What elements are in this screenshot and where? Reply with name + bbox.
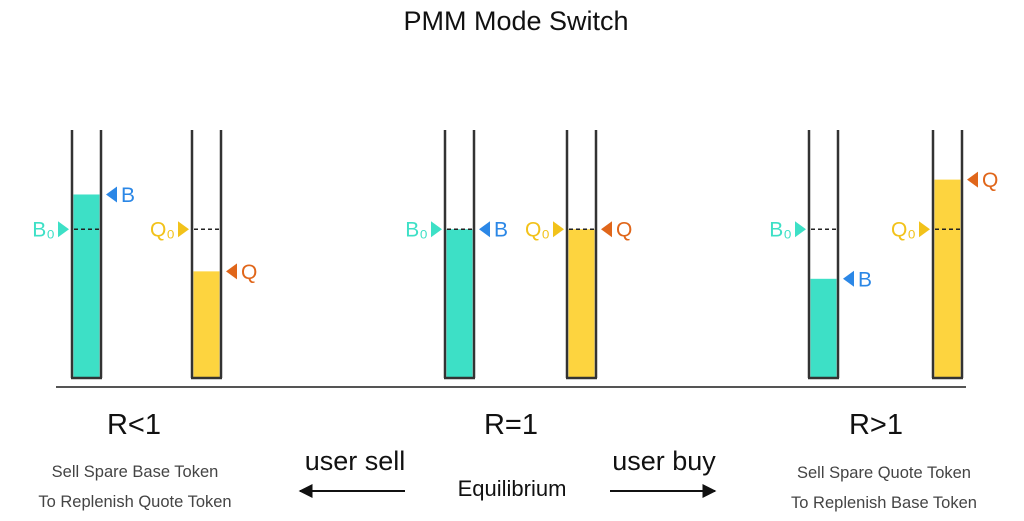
base-target-label-r-eq-1: B₀ [405, 219, 428, 242]
base-level-label-r-eq-1: B [494, 219, 508, 242]
base-target-label-r-lt-1: B₀ [32, 219, 55, 242]
quote-level-marker-r-eq-1 [601, 221, 612, 238]
quote-fill-r-eq-1 [568, 229, 595, 378]
page-title: PMM Mode Switch [403, 6, 628, 36]
base-level-label-r-gt-1: B [858, 268, 872, 291]
caption-left-line-2: To Replenish Quote Token [38, 493, 231, 511]
quote-level-marker-r-gt-1 [967, 171, 978, 188]
base-target-label-r-gt-1: B₀ [769, 219, 792, 242]
panel-label-r-gt-1: R>1 [849, 409, 903, 441]
caption-right-line-1: Sell Spare Quote Token [797, 464, 971, 482]
base-fill-r-gt-1 [810, 278, 837, 378]
base-fill-r-eq-1 [446, 229, 473, 378]
tube-layer: B₀ B Q₀ Q B₀ B Q₀ Q B₀ B Q₀ Q [32, 130, 998, 380]
quote-fill-r-gt-1 [934, 179, 961, 378]
base-level-marker-r-eq-1 [479, 221, 490, 238]
panel-label-r-lt-1: R<1 [107, 409, 161, 441]
caption-right-line-2: To Replenish Base Token [791, 494, 977, 512]
panel-label-r-eq-1: R=1 [484, 409, 538, 441]
quote-level-label-r-lt-1: Q [241, 261, 257, 284]
base-level-marker-r-lt-1 [106, 186, 117, 203]
base-fill-r-lt-1 [73, 194, 100, 378]
base-level-label-r-lt-1: B [121, 184, 135, 207]
quote-fill-r-lt-1 [193, 271, 220, 378]
caption-left-line-1: Sell Spare Base Token [52, 463, 219, 481]
user-buy-label: user buy [612, 446, 716, 476]
quote-target-marker-r-eq-1 [553, 221, 564, 238]
base-target-marker-r-eq-1 [431, 221, 442, 238]
quote-target-label-r-gt-1: Q₀ [891, 219, 916, 242]
base-target-marker-r-gt-1 [795, 221, 806, 238]
quote-target-marker-r-lt-1 [178, 221, 189, 238]
quote-level-marker-r-lt-1 [226, 263, 237, 280]
base-level-marker-r-gt-1 [843, 270, 854, 287]
caption-equilibrium: Equilibrium [458, 476, 567, 501]
user-sell-label: user sell [305, 446, 406, 476]
quote-level-label-r-gt-1: Q [982, 169, 998, 192]
quote-target-label-r-eq-1: Q₀ [525, 219, 550, 242]
base-target-marker-r-lt-1 [58, 221, 69, 238]
quote-target-marker-r-gt-1 [919, 221, 930, 238]
quote-level-label-r-eq-1: Q [616, 219, 632, 242]
quote-target-label-r-lt-1: Q₀ [150, 219, 175, 242]
